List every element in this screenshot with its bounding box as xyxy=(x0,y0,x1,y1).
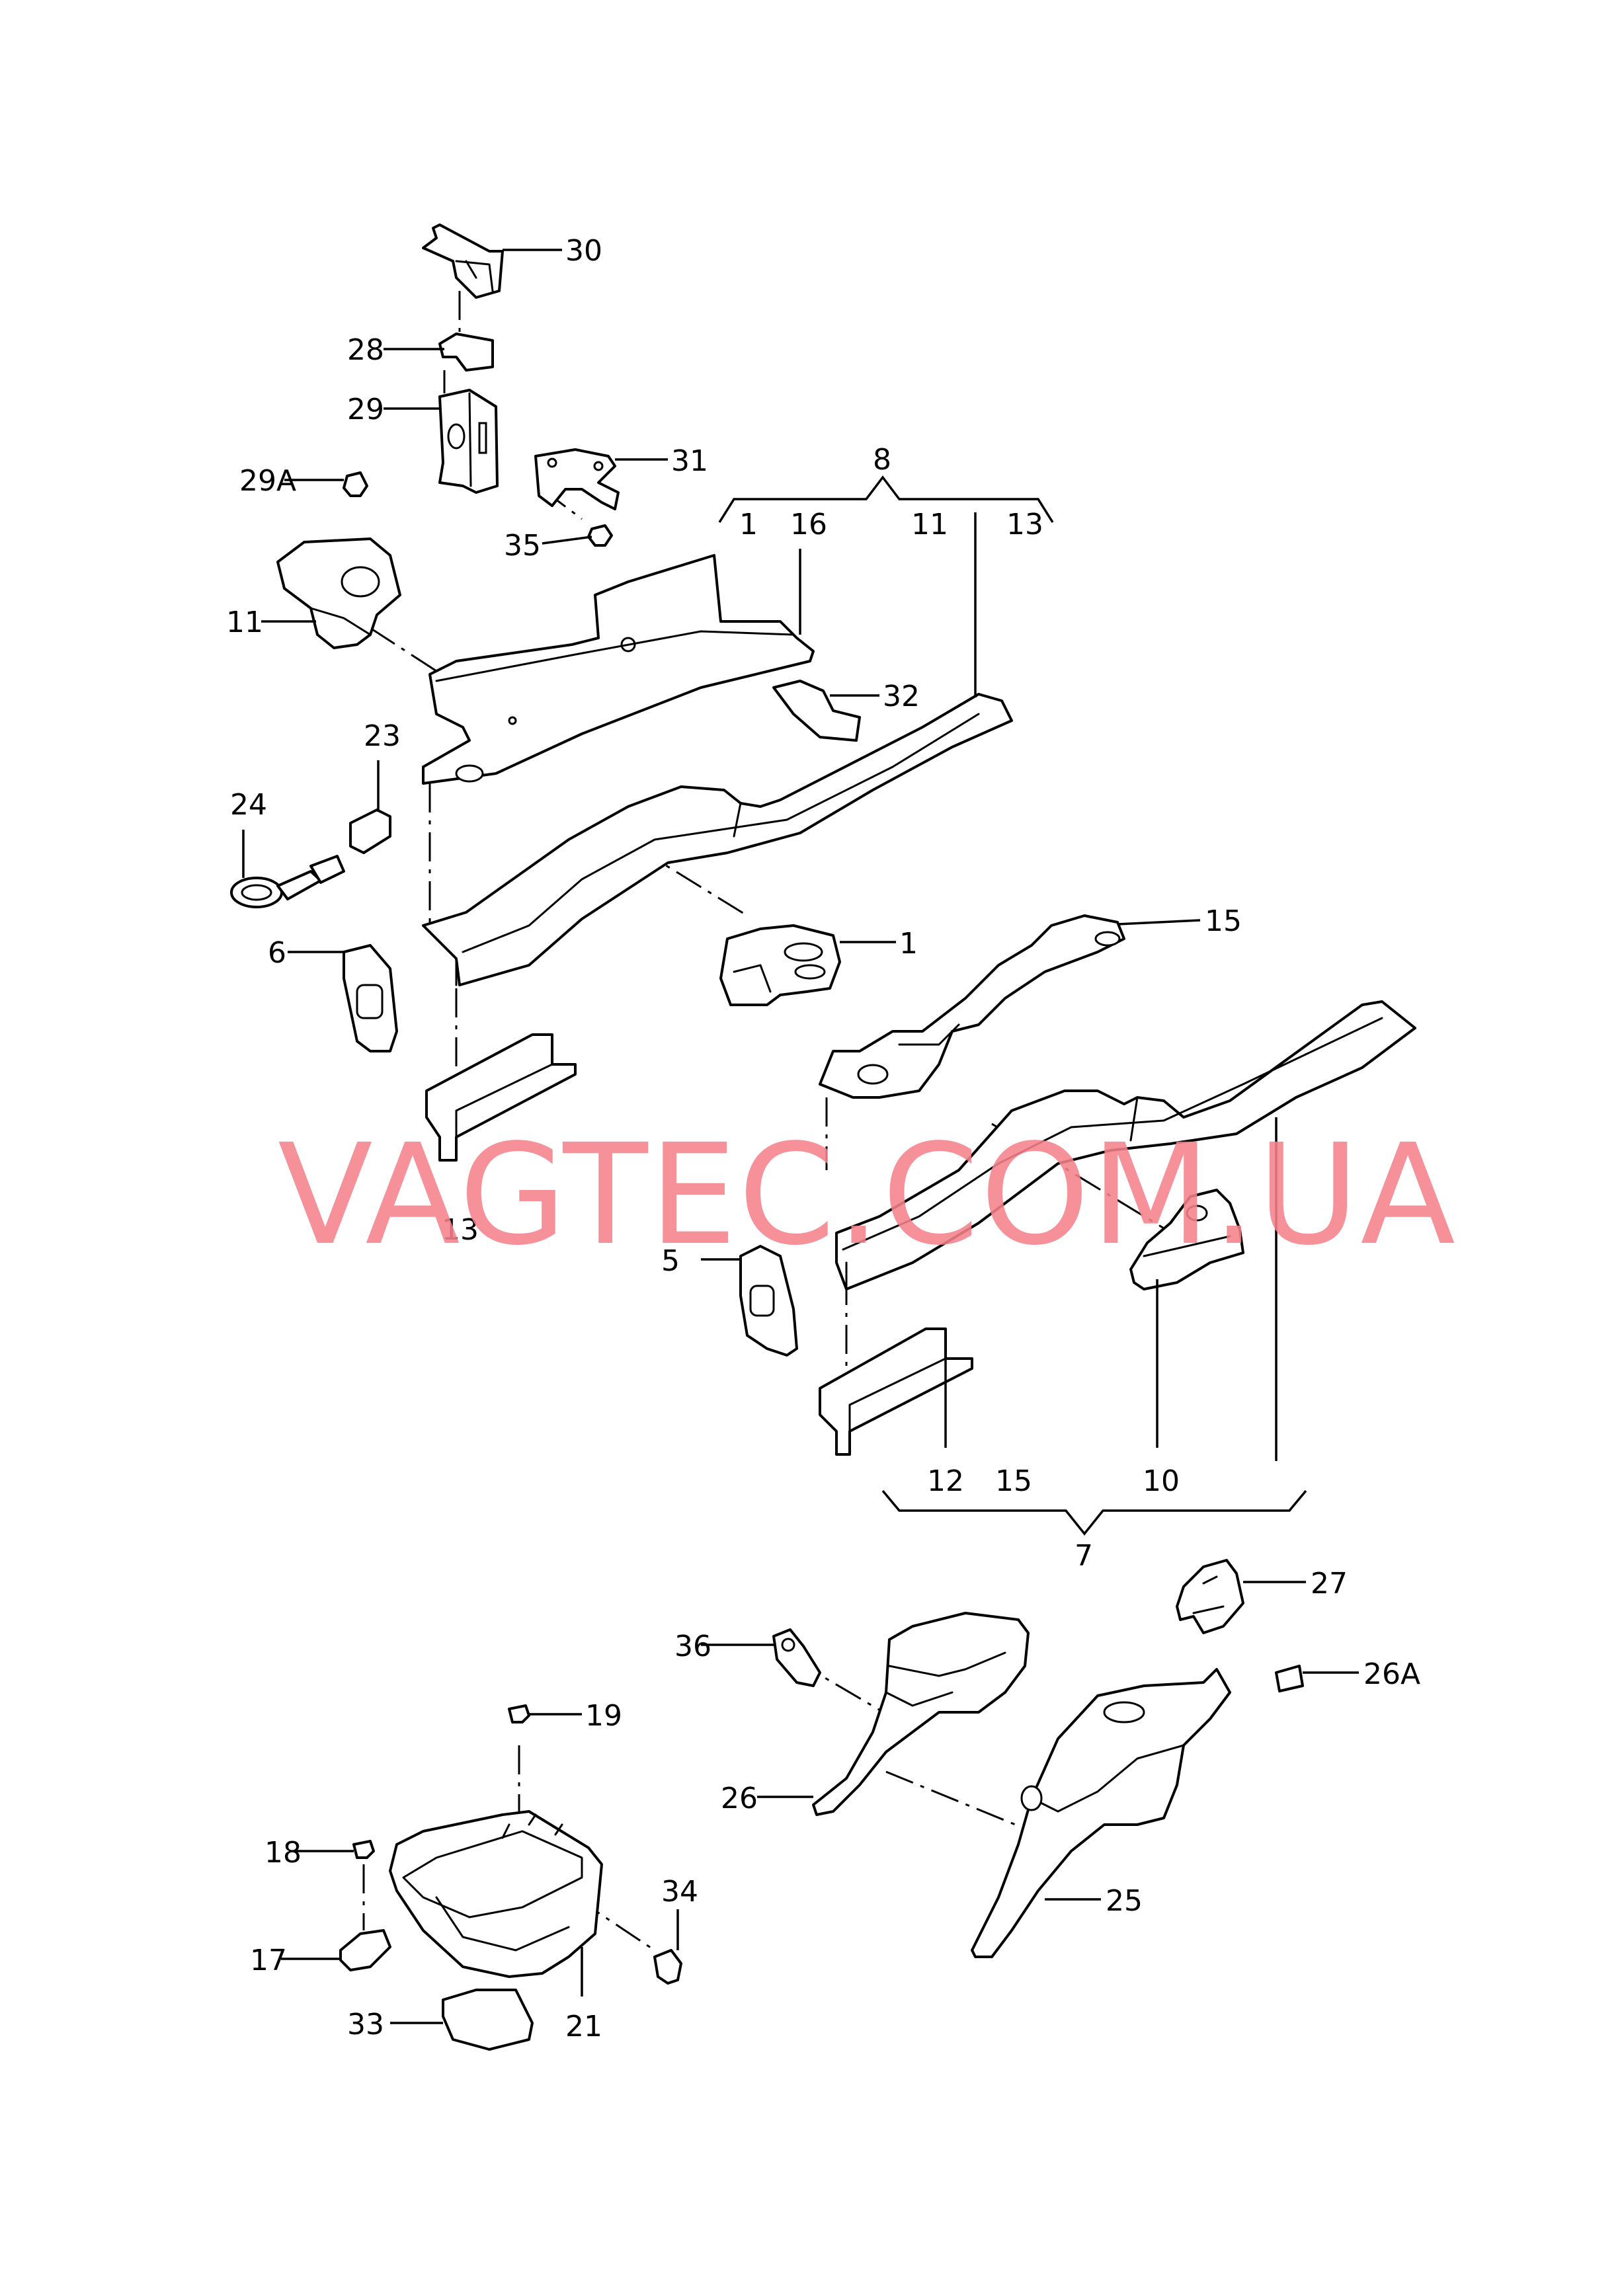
label-26: 26 xyxy=(721,1782,758,1815)
bracket-group-8 xyxy=(718,475,1054,523)
part-32-reinforcement xyxy=(772,680,861,742)
label-11: 11 xyxy=(226,606,263,639)
label-10: 10 xyxy=(1143,1464,1180,1498)
group-brackets xyxy=(718,475,1307,1536)
part-13-channel xyxy=(425,1033,577,1162)
label-21: 21 xyxy=(565,2010,602,2043)
label-5: 5 xyxy=(661,1244,680,1278)
part-31-bracket xyxy=(534,448,620,510)
part-labels: 30 28 29 29A 31 35 8 1 16 11 13 11 32 23… xyxy=(226,234,1420,2043)
label-17: 17 xyxy=(250,1944,287,1977)
label-19: 19 xyxy=(585,1699,622,1733)
part-19-bolt xyxy=(508,1704,530,1723)
label-27: 27 xyxy=(1311,1567,1348,1601)
part-29a-nut xyxy=(343,471,368,497)
part-27-bracket xyxy=(1176,1559,1244,1634)
part-26-duct xyxy=(812,1612,1030,1816)
label-23: 23 xyxy=(364,719,401,753)
label-33: 33 xyxy=(347,2008,384,2041)
bracket-group-7 xyxy=(881,1489,1307,1536)
part-24-eye-bolt xyxy=(230,855,345,908)
part-30-bracket xyxy=(422,223,504,299)
part-29-bracket xyxy=(438,389,499,494)
part-25-panel xyxy=(971,1668,1231,1958)
part-17-bracket xyxy=(339,1929,391,1971)
label-29: 29 xyxy=(347,393,384,426)
part-34-clip xyxy=(653,1949,682,1985)
leader-lines xyxy=(242,249,1359,2024)
label-28: 28 xyxy=(347,333,384,367)
label-29a: 29A xyxy=(239,464,296,498)
part-16-panel xyxy=(422,554,815,785)
label-31: 31 xyxy=(671,444,708,478)
label-15: 15 xyxy=(1205,904,1242,938)
label-25: 25 xyxy=(1106,1884,1143,1918)
label-1: 1 xyxy=(899,927,918,961)
label-8-item-11: 11 xyxy=(911,508,948,541)
label-13: 13 xyxy=(442,1213,479,1247)
part-26a-clip xyxy=(1275,1665,1304,1692)
part-21-battery-tray xyxy=(389,1810,603,1978)
part-8-rail-left xyxy=(422,693,1013,986)
part-35-nut xyxy=(587,524,613,547)
label-8-item-1: 1 xyxy=(739,508,758,541)
label-6: 6 xyxy=(268,936,286,970)
part-6-plate xyxy=(343,944,398,1052)
label-32: 32 xyxy=(883,680,920,713)
label-8-item-13: 13 xyxy=(1006,508,1043,541)
label-8-item-16: 16 xyxy=(790,508,827,541)
label-group-8: 8 xyxy=(873,443,891,477)
label-30: 30 xyxy=(565,234,602,268)
part-12-channel xyxy=(819,1327,973,1456)
part-23-sleeve xyxy=(349,809,391,854)
label-18: 18 xyxy=(264,1836,302,1870)
part-28-clip xyxy=(438,333,494,372)
label-35: 35 xyxy=(504,529,541,563)
part-1-bracket xyxy=(719,924,841,1006)
label-12: 12 xyxy=(927,1464,964,1498)
part-18-bolt xyxy=(352,1840,375,1859)
part-7-rail-right xyxy=(835,1000,1416,1290)
part-15-reinforcement xyxy=(819,914,1125,1099)
label-group-7: 7 xyxy=(1075,1539,1093,1573)
label-34: 34 xyxy=(661,1875,698,1909)
part-10-mount xyxy=(1129,1189,1244,1290)
part-36-bracket xyxy=(772,1628,821,1687)
watermark: VAGTEC.COM.UA xyxy=(278,1114,1457,1276)
label-36: 36 xyxy=(674,1630,711,1663)
label-24: 24 xyxy=(230,788,267,822)
part-11-mount xyxy=(276,537,401,649)
label-26a: 26A xyxy=(1363,1657,1420,1691)
part-5-plate xyxy=(739,1245,798,1357)
label-7-item-15: 15 xyxy=(995,1464,1032,1498)
part-33-cover xyxy=(442,1989,534,2051)
